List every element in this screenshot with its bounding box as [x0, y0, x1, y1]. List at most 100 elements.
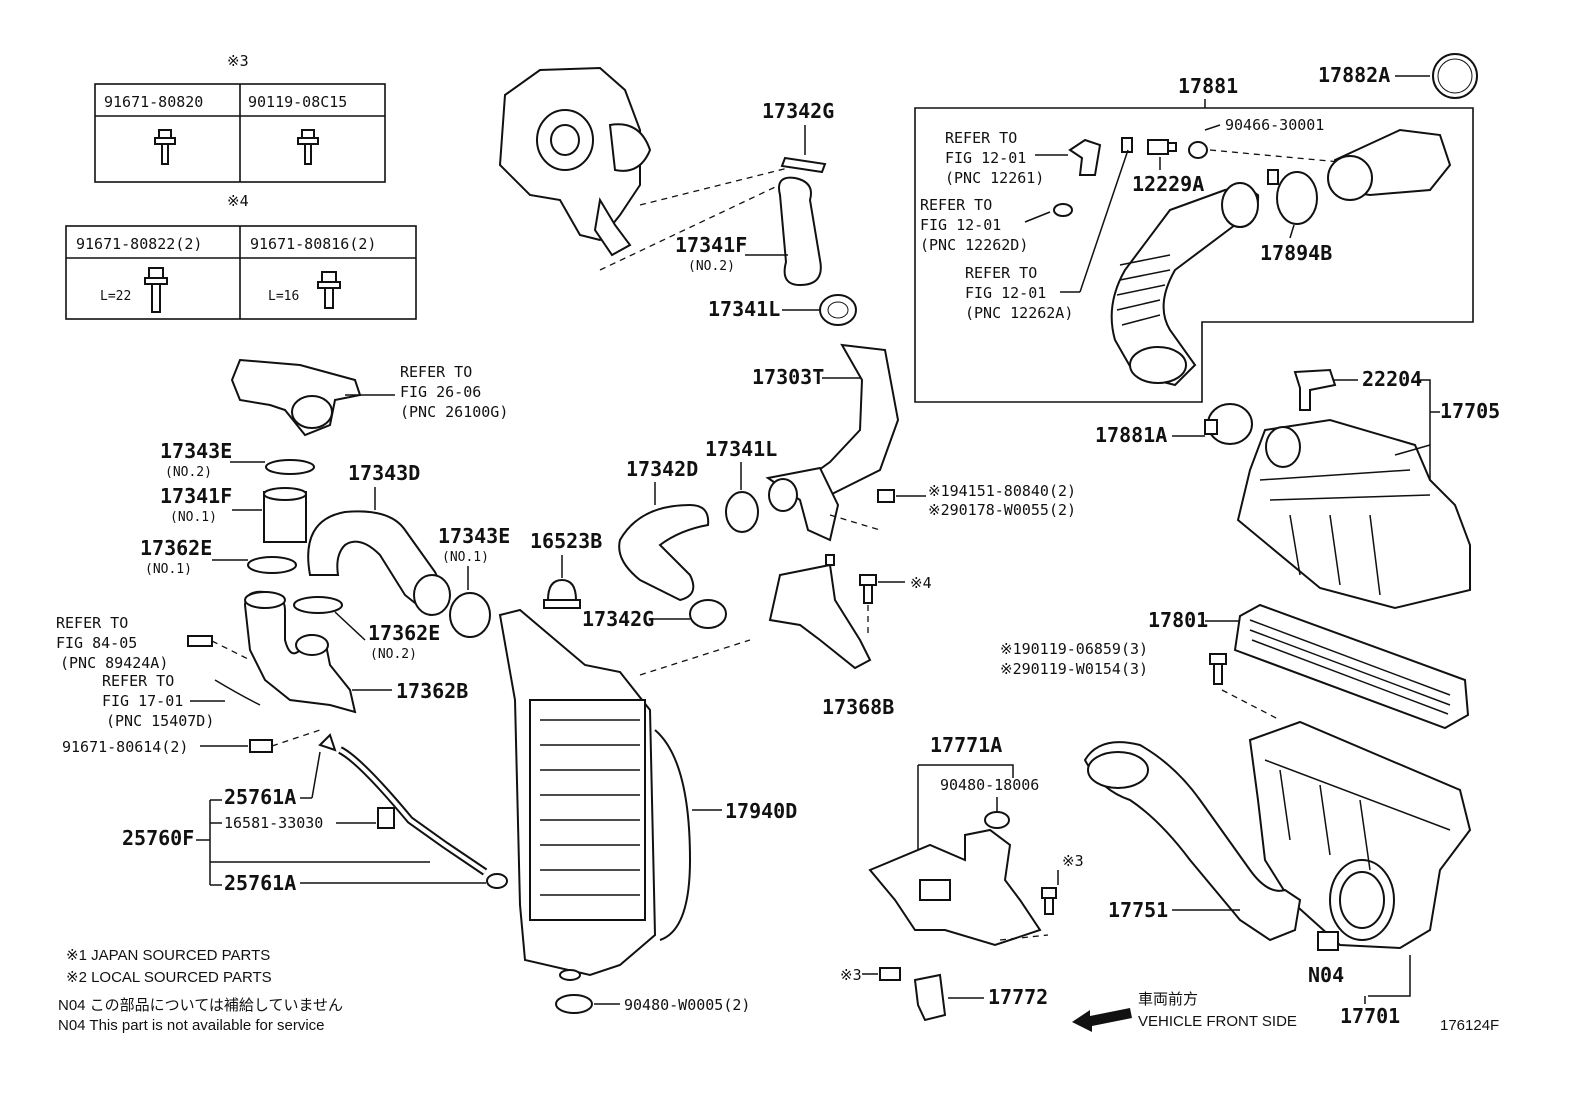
hose-clip [486, 873, 508, 889]
refer-text: (PNC 89424A) [60, 654, 168, 672]
table-col: 91671-80820 [104, 93, 203, 111]
part-label: 17362E [368, 621, 440, 645]
refer-text: FIG 12-01 [965, 284, 1046, 302]
bolt-icon [144, 267, 168, 313]
union [1147, 139, 1177, 155]
part-label: ※190119-06859(3) [1000, 640, 1148, 658]
diagram-code: 176124F [1440, 1017, 1499, 1034]
part-label: 17368B [822, 695, 894, 719]
part-label: 25760F [122, 826, 194, 850]
part-label: ※290178-W0055(2) [928, 501, 1076, 519]
part-label: 17940D [725, 799, 797, 823]
air-filter-element [1233, 603, 1470, 730]
bolt-icon [877, 489, 895, 503]
part-sub: (NO.1) [170, 510, 217, 525]
hose-clamp [725, 491, 759, 533]
part-label: 12229A [1132, 172, 1204, 196]
hose-clip [377, 807, 395, 829]
part-sub: (NO.2) [165, 465, 212, 480]
front-label-en: VEHICLE FRONT SIDE [1138, 1013, 1297, 1030]
legend-note: ※2 LOCAL SOURCED PARTS [66, 969, 272, 986]
legend-note: N04 This part is not available for servi… [58, 1017, 325, 1034]
part-label: 17894B [1260, 241, 1332, 265]
table-col: 91671-80816(2) [250, 235, 376, 253]
part-label: 17341F [675, 233, 747, 257]
air-cleaner-case [1248, 720, 1472, 950]
refer-text: (PNC 12262A) [965, 304, 1073, 322]
refer-text: REFER TO [945, 129, 1017, 147]
hose-sleeve [263, 487, 307, 543]
refer-text: REFER TO [400, 363, 472, 381]
refer-note: REFER TO FIG 26-06 (PNC 26100G) [400, 363, 508, 421]
bracket [768, 554, 872, 670]
bolt-icon [859, 574, 877, 604]
refer-text: (PNC 12261) [945, 169, 1044, 187]
bolt-icon [1041, 887, 1057, 915]
hose-clip [318, 733, 337, 752]
part-label: 17341L [705, 437, 777, 461]
hose-clamp [1188, 141, 1208, 159]
part-label: 17342G [582, 607, 654, 631]
refer-note: REFER TO FIG 12-01 (PNC 12262D) [920, 196, 1028, 254]
refer-text: FIG 17-01 [102, 692, 183, 710]
part-label: 17343E [438, 524, 510, 548]
refer-text: REFER TO [102, 672, 174, 690]
table-col: 90119-08C15 [248, 93, 347, 111]
part-label: 90480-W0005(2) [624, 996, 750, 1014]
part-label: 17342G [762, 99, 834, 123]
part-label: 22204 [1362, 367, 1422, 391]
air-hose [778, 176, 822, 287]
part-label: 17342D [626, 457, 698, 481]
part-label: 17705 [1440, 399, 1500, 423]
refer-text: REFER TO [965, 264, 1037, 282]
part-label: 17701 [1340, 1004, 1400, 1028]
part-sub: (NO.2) [370, 647, 417, 662]
hose-clamp [1267, 169, 1318, 225]
grommet [1317, 931, 1339, 951]
part-label: 17881 [1178, 74, 1238, 98]
refer-text: REFER TO [920, 196, 992, 214]
hose-clamp [780, 156, 827, 174]
vacuum-hose [1068, 138, 1102, 176]
bolt-icon [154, 129, 176, 165]
part-label: 16523B [530, 529, 602, 553]
part-label: 17362B [396, 679, 468, 703]
cap [543, 578, 581, 609]
part-label: 17751 [1108, 898, 1168, 922]
table-col: 91671-80822(2) [76, 235, 202, 253]
part-label: 90480-18006 [940, 776, 1039, 794]
part-label: 91671-80614(2) [62, 738, 188, 756]
intake-pipe [243, 590, 357, 714]
table-mark: ※4 [227, 192, 249, 210]
bracket [913, 973, 947, 1022]
resonator [1327, 128, 1452, 201]
hose-clamp [247, 556, 297, 574]
air-cleaner-cap [1236, 418, 1471, 610]
part-label: 90466-30001 [1225, 116, 1324, 134]
air-hose [618, 503, 710, 602]
hose-clamp [1432, 53, 1478, 99]
front-label-jp: 車両前方 [1138, 991, 1198, 1008]
turbocharger-housing [498, 66, 801, 271]
intercooler-pipe [765, 343, 900, 542]
bolt-icon [879, 967, 901, 981]
mass-air-flow-sensor [1293, 368, 1337, 411]
part-sub: (NO.2) [688, 259, 735, 274]
grommet [984, 811, 1010, 829]
bolt-icon [249, 739, 273, 753]
fitting [1053, 203, 1073, 217]
sensor [187, 635, 213, 647]
legend-note: ※1 JAPAN SOURCED PARTS [66, 947, 270, 964]
bolt-icon [317, 271, 341, 309]
refer-note: REFER TO FIG 84-05 (PNC 89424A) [56, 614, 168, 672]
part-label: 17772 [988, 985, 1048, 1009]
refer-text: (PNC 15407D) [106, 712, 214, 730]
hose-clamp [265, 459, 315, 475]
refer-text: (PNC 26100G) [400, 403, 508, 421]
intercooler [498, 608, 692, 981]
refer-note: REFER TO FIG 12-01 (PNC 12262A) [965, 264, 1073, 322]
refer-note: REFER TO FIG 17-01 (PNC 15407D) [102, 672, 214, 730]
part-label: ※290119-W0154(3) [1000, 660, 1148, 678]
